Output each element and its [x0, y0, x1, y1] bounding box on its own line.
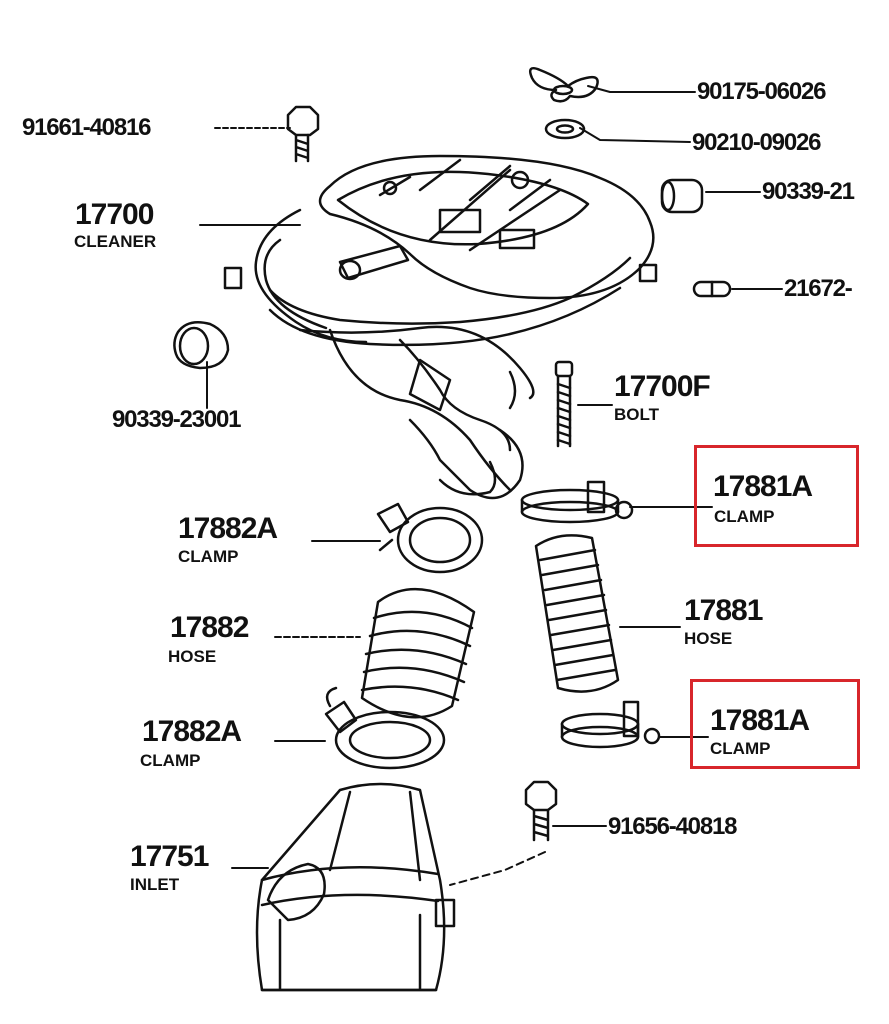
long-bolt-icon — [554, 360, 574, 448]
part-number-clamp-left-top: 17882A — [178, 512, 278, 545]
part-number-hose-right: 17881 — [684, 594, 763, 627]
part-number-hose-left: 17882 — [170, 611, 249, 644]
part-number-clip-right: 21672- — [784, 275, 853, 302]
part-number-grommet-left: 90339-23001 — [112, 406, 241, 433]
part-number-inlet: 17751 — [130, 840, 209, 873]
part-number-bolt-bottom: 91656-40818 — [608, 813, 737, 840]
part-number-bolt: 17700F — [614, 370, 711, 403]
clip-icon — [692, 280, 732, 298]
wing-nut-icon — [529, 67, 599, 103]
part-name-clamp-left-top: CLAMP — [178, 547, 239, 566]
part-number-washer: 90210-09026 — [692, 129, 821, 156]
grommet-icon — [173, 321, 230, 370]
part-name-inlet: INLET — [130, 875, 180, 894]
bellows-hose-icon — [360, 587, 476, 719]
bolt-icon — [524, 780, 558, 842]
clamp-icon — [560, 700, 661, 749]
part-number-wing-nut: 90175-06026 — [697, 78, 826, 105]
part-number-grommet-right: 90339-21 — [762, 178, 855, 205]
part-number-cleaner: 17700 — [75, 198, 154, 231]
part-name-clamp-left-bottom: CLAMP — [140, 751, 201, 770]
part-name-bolt: BOLT — [614, 405, 660, 424]
part-number-clamp-right-top: 17881A — [713, 470, 813, 503]
leader-lines — [199, 85, 783, 886]
clamp-icon — [376, 502, 484, 574]
part-number-clamp-left-bottom: 17882A — [142, 715, 242, 748]
part-number-bolt-top-left: 91661-40816 — [22, 114, 151, 141]
part-name-cleaner: CLEANER — [74, 232, 157, 251]
hose-icon — [534, 534, 620, 693]
highlight-box — [690, 679, 860, 769]
part-name-hose-left: HOSE — [168, 647, 217, 666]
grommet-icon — [660, 178, 704, 214]
clamp-icon — [520, 480, 634, 524]
bolt-icon — [286, 105, 320, 163]
highlight-box — [694, 445, 859, 547]
part-name-clamp-right-top: CLAMP — [714, 507, 775, 526]
air-cleaner-body-icon — [223, 154, 658, 500]
clamp-icon — [324, 686, 446, 770]
part-name-clamp-right-bottom: CLAMP — [710, 739, 771, 758]
part-number-clamp-right-bottom: 17881A — [710, 704, 810, 737]
inlet-duct-icon — [255, 782, 456, 992]
washer-icon — [544, 118, 586, 140]
part-name-hose-right: HOSE — [684, 629, 733, 648]
